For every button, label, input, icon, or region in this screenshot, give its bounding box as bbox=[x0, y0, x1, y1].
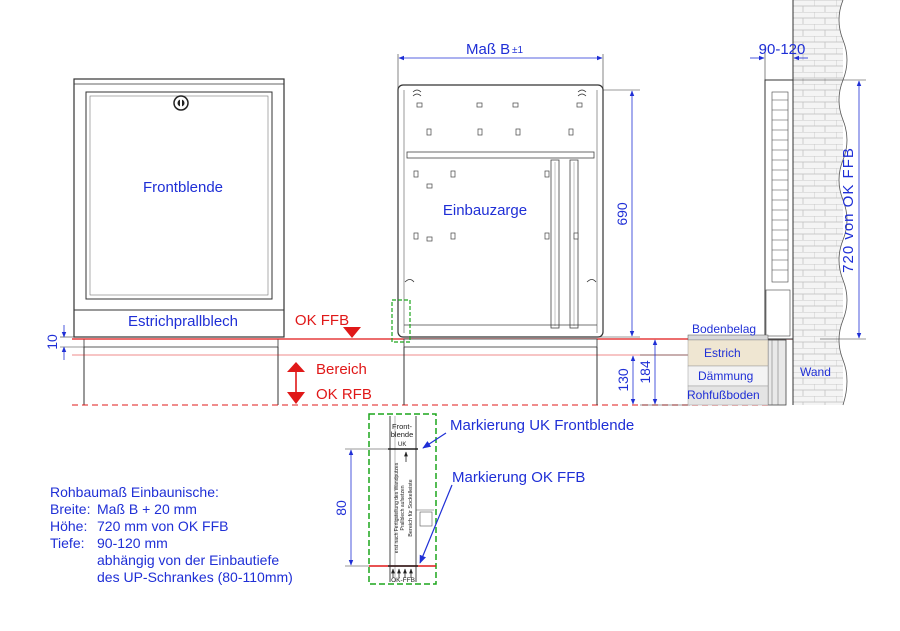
frontblende-label: Frontblende bbox=[143, 179, 223, 196]
dim-720-label: 720 von OK FFB bbox=[840, 147, 857, 273]
rohfussboden-label: Rohfußboden bbox=[687, 388, 760, 402]
hook-right-icon bbox=[586, 279, 597, 283]
dim-690-label: 690 bbox=[614, 202, 630, 226]
detail-view: Front- blende UK OK-FFB erst nach Fertig… bbox=[333, 413, 634, 585]
callout-uk-leader bbox=[422, 432, 447, 449]
brick-wall bbox=[793, 0, 843, 405]
frame-base bbox=[403, 338, 598, 348]
mass-b-label: Maß B bbox=[466, 41, 510, 58]
estrichprallblech-label: Estrichprallblech bbox=[128, 313, 238, 330]
mass-b-tolerance: ±1 bbox=[512, 45, 523, 56]
note-hoehe-value: 720 mm von OK FFB bbox=[97, 518, 228, 534]
markierung-uk-label: Markierung UK Frontblende bbox=[450, 417, 634, 434]
detail-okffb-label: OK-FFB bbox=[391, 577, 415, 584]
layer-rohfussboden bbox=[687, 385, 769, 406]
detail-vertical-text-1: erst nach Fertigstellung des Wandputzes bbox=[394, 462, 400, 553]
frame-crossbar bbox=[406, 151, 595, 159]
detail-blende-label: blende bbox=[391, 430, 414, 439]
hook-left-icon bbox=[404, 279, 415, 283]
dim-80-label: 80 bbox=[333, 500, 349, 516]
bodenbelag-label: Bodenbelag bbox=[692, 322, 756, 336]
front-base-plinth bbox=[83, 338, 279, 348]
niche-dimensions-note: Rohbaumaß Einbaunische: Breite: Maß B + … bbox=[50, 484, 293, 585]
depth-range-label: 90-120 bbox=[759, 41, 806, 58]
wand-label: Wand bbox=[800, 365, 831, 379]
hanger-right-icon bbox=[577, 89, 587, 97]
manifold-pipes bbox=[765, 91, 791, 337]
note-tiefe-line2: abhängig von der Einbautiefe bbox=[97, 552, 279, 568]
note-breite-label: Breite: bbox=[50, 501, 90, 517]
note-title: Rohbaumaß Einbaunische: bbox=[50, 484, 219, 500]
daemmung-label: Dämmung bbox=[698, 369, 753, 383]
front-view: Frontblende Estrichprallblech 10 bbox=[44, 78, 285, 405]
note-tiefe-label: Tiefe: bbox=[50, 535, 85, 551]
detail-front-label: Front- bbox=[392, 422, 413, 431]
note-breite-value: Maß B + 20 mm bbox=[97, 501, 197, 517]
dim-184-label: 184 bbox=[637, 360, 653, 384]
note-tiefe-value: 90-120 mm bbox=[97, 535, 168, 551]
bereich-arrow-down-icon bbox=[287, 392, 305, 404]
dim-130-label: 130 bbox=[615, 368, 631, 392]
niche-back bbox=[764, 79, 794, 340]
note-hoehe-label: Höhe: bbox=[50, 518, 87, 534]
markierung-ok-label: Markierung OK FFB bbox=[452, 469, 585, 486]
side-section-view: Bodenbelag Estrich Dämmung Rohfußboden W… bbox=[687, 0, 866, 406]
ok-ffb-label: OK FFB bbox=[295, 312, 349, 329]
detail-uk-label: UK bbox=[398, 442, 406, 448]
frame-view: Maß B ±1 Einbauzarge bbox=[391, 41, 690, 406]
mounting-holes bbox=[413, 102, 583, 242]
hanger-left-icon bbox=[412, 89, 422, 97]
detail-marker-box bbox=[391, 299, 411, 343]
detail-vertical-text-3: Bereich für Sockelleiste bbox=[408, 479, 414, 536]
dim-10-label: 10 bbox=[44, 334, 60, 350]
ok-ffb-marker-icon bbox=[343, 327, 361, 338]
lock-icon bbox=[173, 95, 189, 111]
callout-ok-leader bbox=[419, 484, 453, 564]
front-door-panel bbox=[85, 91, 273, 300]
detail-vertical-text-2: Prallblech aufsetzen bbox=[400, 485, 406, 530]
einbauzarge-label: Einbauzarge bbox=[443, 202, 527, 219]
wall-break-line bbox=[838, 0, 848, 406]
note-tiefe-line3: des UP-Schrankes (80-110mm) bbox=[97, 569, 293, 585]
bereich-label: Bereich bbox=[316, 361, 367, 378]
bereich-arrow-up-icon bbox=[287, 362, 305, 372]
estrich-label: Estrich bbox=[704, 346, 741, 360]
ok-rfb-label: OK RFB bbox=[316, 386, 372, 403]
side-pipe-column bbox=[767, 339, 787, 406]
